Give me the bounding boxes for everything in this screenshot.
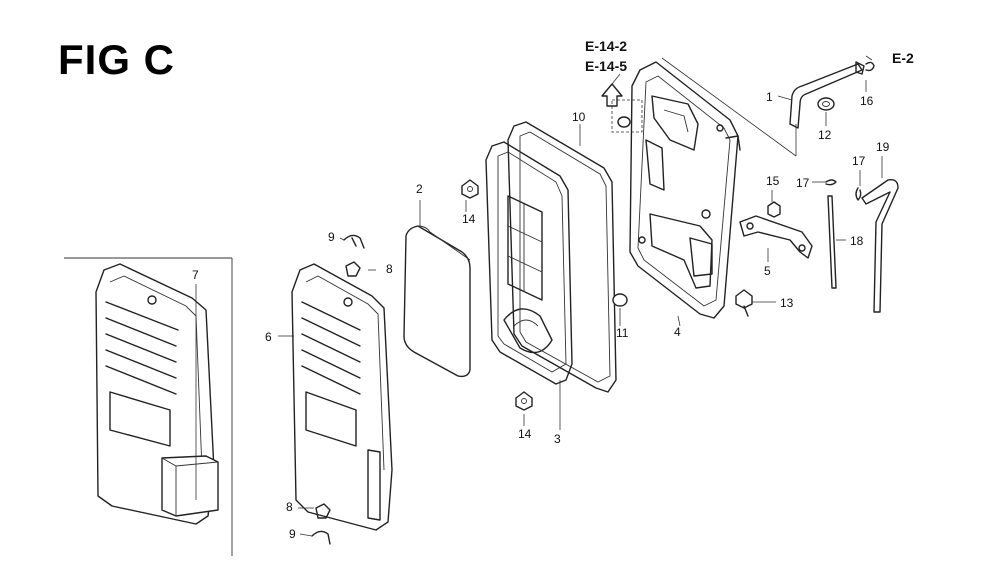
part-nut-on-base (617, 116, 631, 128)
part-5-bracket (739, 215, 813, 259)
callout-12: 12 (818, 128, 832, 142)
callout-5: 5 (764, 264, 771, 278)
callout-9-bottom: 9 (289, 527, 296, 541)
part-12-grommet (817, 97, 835, 111)
callout-15: 15 (766, 174, 780, 188)
part-4-base (629, 61, 741, 319)
callout-2: 2 (416, 182, 423, 196)
part-18-tube (827, 195, 837, 289)
part-2-filter-element (403, 225, 471, 378)
callout-3: 3 (554, 432, 561, 446)
callout-10: 10 (572, 110, 586, 124)
callout-14-bottom: 14 (518, 427, 532, 441)
figure-title: FIG C (58, 36, 175, 83)
part-7-cover-alt (95, 263, 219, 525)
callout-6: 6 (265, 330, 272, 344)
callout-19: 19 (876, 140, 890, 154)
part-16-clip (865, 61, 875, 72)
part-10-gasket (507, 121, 617, 393)
direction-arrow-icon (601, 83, 623, 107)
callout-9-top: 9 (328, 230, 335, 244)
callout-16: 16 (860, 94, 874, 108)
callout-13: 13 (780, 296, 794, 310)
part-3-case (485, 141, 573, 385)
reference-label-e-14-2: E-14-2 (585, 38, 628, 54)
callout-7: 7 (192, 268, 199, 282)
part-6-cover (291, 263, 393, 531)
reference-label-e-2: E-2 (892, 50, 914, 66)
callout-8-top: 8 (386, 262, 393, 276)
callout-18: 18 (850, 234, 864, 248)
inset-frame (64, 257, 233, 556)
parts-8-9-hardware (311, 234, 365, 545)
part-13-bolt (735, 289, 753, 317)
part-15-nut (767, 201, 781, 218)
callout-14-top: 14 (462, 212, 476, 226)
callout-1: 1 (766, 90, 773, 104)
part-1-breather-tube (789, 61, 865, 129)
detail-box (611, 99, 643, 133)
part-14-nuts (461, 179, 533, 411)
callout-17-right: 17 (852, 154, 866, 168)
leader-lines (195, 55, 883, 537)
callout-11: 11 (616, 326, 629, 340)
part-17-clips (825, 179, 862, 201)
callout-4: 4 (674, 325, 681, 339)
part-11-collar (612, 293, 628, 307)
reference-label-e-14-5: E-14-5 (585, 58, 628, 74)
callout-8-bottom: 8 (286, 500, 293, 514)
callout-17-left: 17 (796, 176, 810, 190)
part-19-hose (861, 178, 899, 313)
